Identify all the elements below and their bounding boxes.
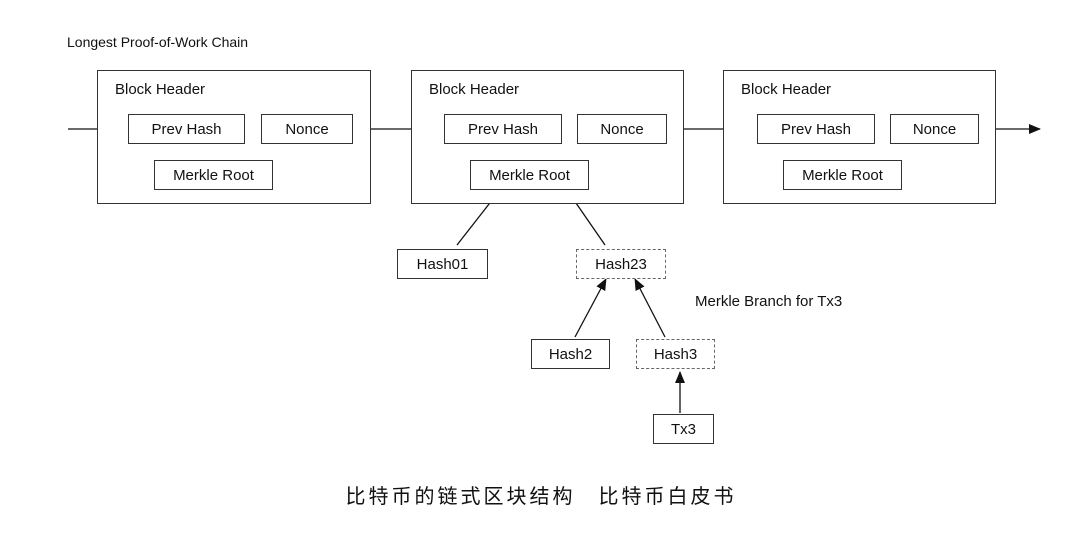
chain-title: Longest Proof-of-Work Chain [67, 34, 249, 50]
nonce-field: Nonce [261, 114, 353, 144]
nonce-field: Nonce [890, 114, 979, 144]
tx3-node: Tx3 [653, 414, 714, 444]
block-header-label: Block Header [429, 81, 520, 98]
block-header-label: Block Header [115, 81, 206, 98]
prev-hash-field: Prev Hash [128, 114, 245, 144]
hash3-node: Hash3 [636, 339, 715, 369]
hash01-node: Hash01 [397, 249, 488, 279]
figure-caption: 比特币的链式区块结构 比特币白皮书 [345, 484, 737, 508]
prev-hash-field: Prev Hash [757, 114, 875, 144]
merkle-branch-label: Merkle Branch for Tx3 [695, 293, 843, 310]
merkle-root-field: Merkle Root [470, 160, 589, 190]
merkle-root-field: Merkle Root [154, 160, 273, 190]
arrow-hash3-to-hash23 [634, 278, 666, 338]
hash23-node: Hash23 [576, 249, 666, 279]
hash2-node: Hash2 [531, 339, 610, 369]
arrow-hash2-to-hash23 [574, 278, 607, 338]
block-header-label: Block Header [741, 81, 832, 98]
nonce-field: Nonce [577, 114, 667, 144]
merkle-root-field: Merkle Root [783, 160, 902, 190]
prev-hash-field: Prev Hash [444, 114, 562, 144]
